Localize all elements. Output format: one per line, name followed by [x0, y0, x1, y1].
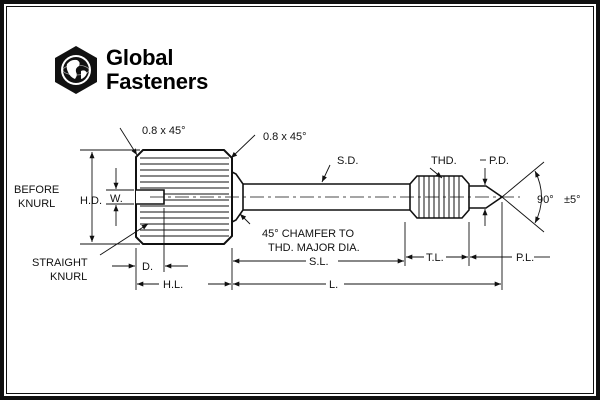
- chamfer-right-label: 0.8 x 45°: [263, 131, 307, 143]
- knurl-lines: [140, 157, 229, 237]
- logo-name-line1: Global: [106, 45, 174, 70]
- logo-name-line2: Fasteners: [106, 69, 209, 94]
- head-diameter-label: H.D.: [80, 195, 102, 207]
- slot-depth-label: D.: [142, 261, 153, 273]
- shank-diameter-label: S.D.: [337, 155, 358, 167]
- before-knurl-label-1: BEFORE: [14, 184, 59, 196]
- overall-length-label: L.: [329, 279, 338, 291]
- before-knurl-label-2: KNURL: [18, 198, 55, 210]
- pilot-length-label: P.L.: [516, 252, 534, 264]
- chamfer-left-label: 0.8 x 45°: [142, 125, 186, 137]
- straight-knurl-label-1: STRAIGHT: [32, 257, 88, 269]
- chamfer-note-line-2: THD. MAJOR DIA.: [268, 242, 360, 254]
- thread-section: [409, 175, 470, 219]
- slot-width-label: W.: [110, 193, 123, 205]
- logo-wordmark: Global Fasteners: [106, 46, 208, 94]
- head-length-label: H.L.: [163, 279, 183, 291]
- chamfer-note-line-1: 45° CHAMFER TO: [262, 228, 354, 240]
- hex-globe-icon: [55, 46, 97, 94]
- global-fasteners-logo: Global Fasteners: [50, 44, 250, 104]
- straight-knurl-label-2: KNURL: [50, 271, 87, 283]
- pilot-diameter-label: P.D.: [489, 155, 509, 167]
- knurled-head: [135, 149, 233, 245]
- angle-tolerance-label: ±5°: [564, 194, 581, 206]
- point-angle-label: 90°: [537, 194, 554, 206]
- thread-length-label: T.L.: [426, 252, 444, 264]
- shank-length-label: S.L.: [309, 256, 329, 268]
- thread-label: THD.: [431, 155, 457, 167]
